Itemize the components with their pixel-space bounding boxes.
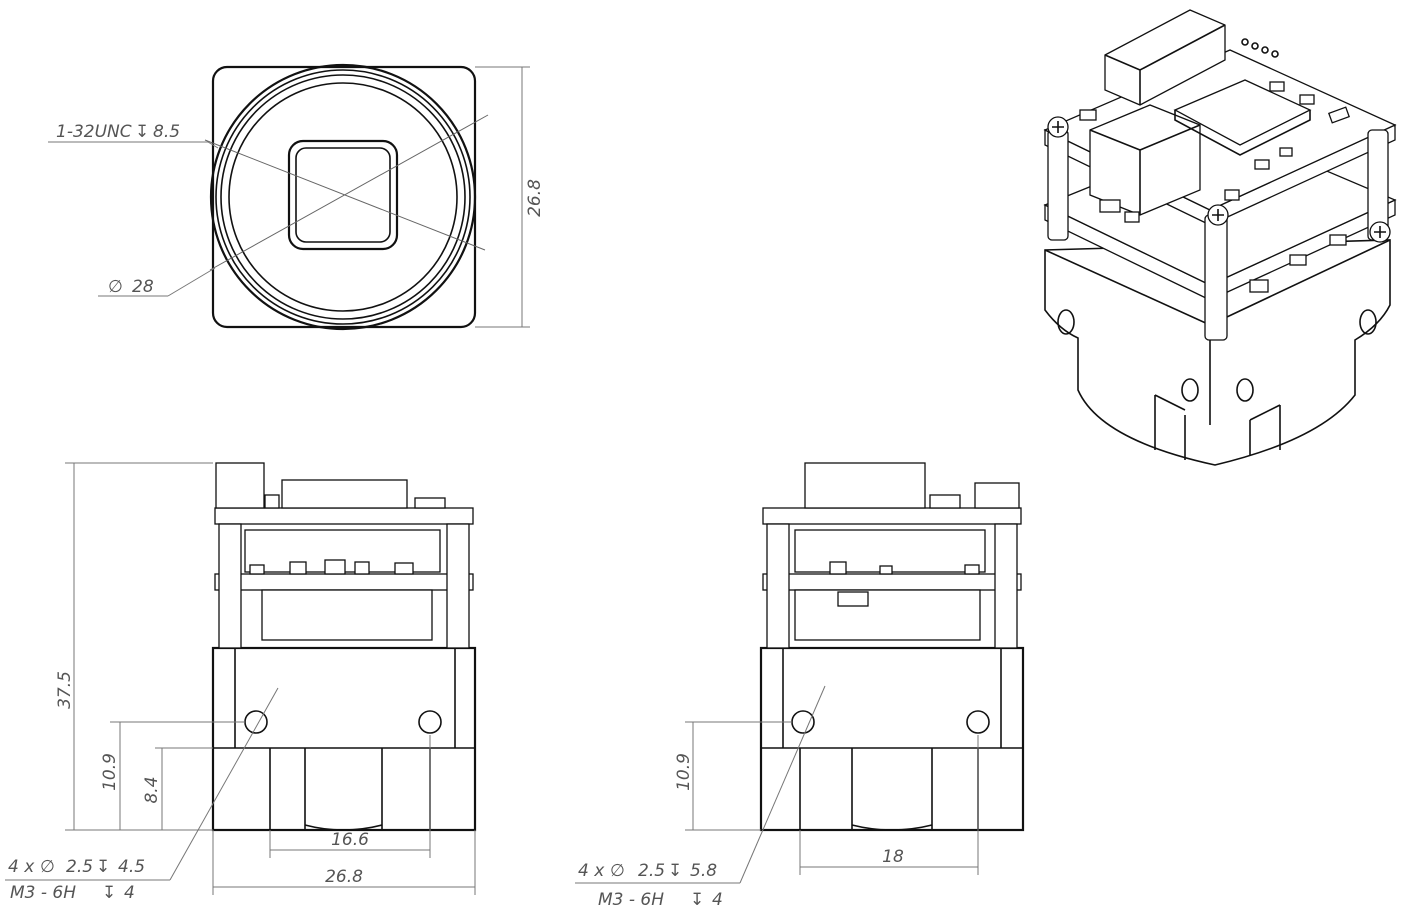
hole-note-count-right: 4 x bbox=[578, 861, 605, 881]
thread-depth-left: 4 bbox=[124, 883, 135, 903]
width-dim: 26.8 bbox=[325, 867, 363, 887]
thread-depth-right: 4 bbox=[712, 890, 723, 910]
thread-note-left: M3 - 6H bbox=[10, 883, 76, 903]
side-view-right: 10.9 18 4 x ∅ 2.5 ↧ 5.8 M3 - 6H ↧ 4 bbox=[575, 462, 1025, 910]
step-height-dim: 8.4 bbox=[142, 776, 162, 803]
hole-note-diameter-right: 2.5 bbox=[638, 861, 665, 881]
thread-depth-symbol-right: ↧ bbox=[690, 890, 704, 910]
thread-depth-symbol: ↧ bbox=[135, 122, 149, 142]
diameter-value: 28 bbox=[132, 277, 154, 297]
thread-note-right: M3 - 6H bbox=[598, 890, 664, 910]
hole-note-diameter-symbol: ∅ bbox=[40, 857, 55, 877]
thread-depth: 8.5 bbox=[153, 122, 180, 142]
front-height-dim: 26.8 bbox=[525, 179, 545, 217]
side-view-left: 37.5 10.9 8.4 16.6 26.8 4 x ∅ 2.5 ↧ 4.5 … bbox=[5, 462, 477, 903]
hole-note-depth-symbol-right: ↧ bbox=[668, 861, 682, 881]
isometric-view bbox=[1043, 9, 1397, 466]
hole-spacing-dim-right: 18 bbox=[882, 847, 904, 867]
hole-note-diameter-symbol-right: ∅ bbox=[610, 861, 625, 881]
hole-height-dim: 10.9 bbox=[100, 753, 120, 791]
total-height-dim: 37.5 bbox=[55, 671, 75, 709]
hole-note-depth-right: 5.8 bbox=[690, 861, 717, 881]
hole-spacing-dim: 16.6 bbox=[331, 830, 369, 850]
hole-note-depth: 4.5 bbox=[118, 857, 145, 877]
hole-note-depth-symbol: ↧ bbox=[96, 857, 110, 877]
hole-note-diameter: 2.5 bbox=[66, 857, 93, 877]
thread-note: 1-32UNC bbox=[56, 122, 132, 142]
hole-note-count: 4 x bbox=[8, 857, 35, 877]
diameter-symbol: ∅ bbox=[108, 277, 123, 297]
front-view: 26.8 1-32UNC ↧ 8.5 ∅ 28 bbox=[48, 63, 545, 331]
thread-depth-symbol-left: ↧ bbox=[102, 883, 116, 903]
hole-height-dim-right: 10.9 bbox=[674, 753, 694, 791]
